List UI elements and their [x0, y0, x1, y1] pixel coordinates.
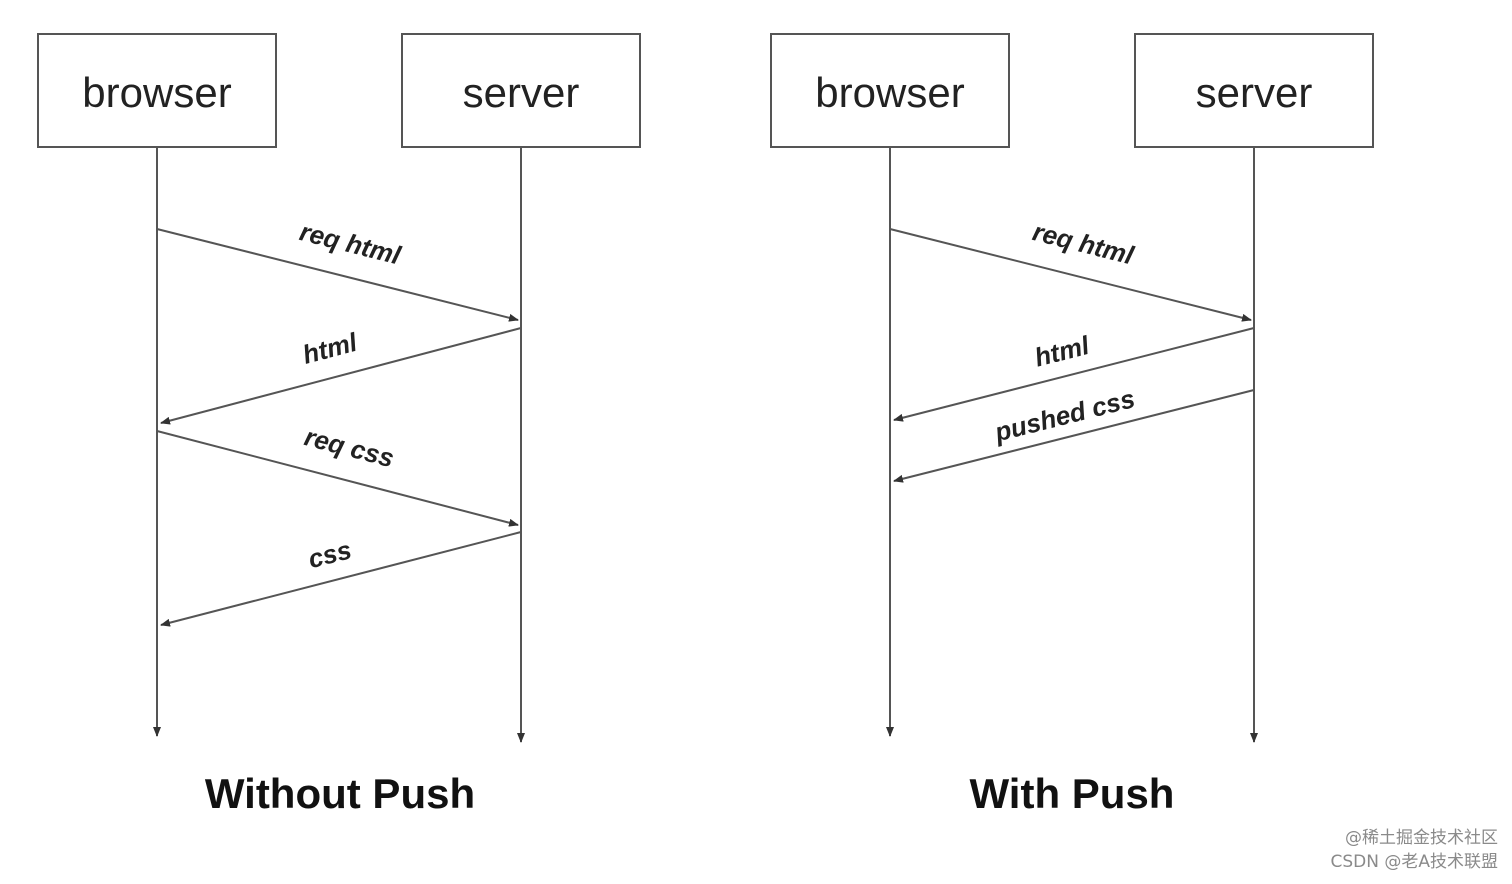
message-label: req css — [301, 421, 397, 473]
participant-label: browser — [82, 69, 231, 116]
message-arrow-html — [160, 327, 522, 425]
message-arrow-css — [160, 531, 522, 627]
message-arrow-req-html — [156, 228, 519, 322]
message-arrow-html — [893, 327, 1255, 422]
watermark-line-1: @稀土掘金技术社区 — [1345, 828, 1498, 848]
message-arrow-pushed-css — [893, 389, 1255, 483]
message-label: req html — [297, 216, 405, 270]
participant-browser: browser — [770, 33, 1010, 148]
diagram-caption: Without Push — [205, 770, 475, 817]
diagram-with-push: browser server req html html pushed css … — [770, 33, 1374, 817]
message-label: html — [299, 327, 360, 370]
message-arrow-req-html — [889, 228, 1252, 322]
diagram-caption: With Push — [970, 770, 1175, 817]
message-arrow-req-css — [156, 430, 519, 527]
participant-browser: browser — [37, 33, 277, 148]
message-label: req html — [1030, 216, 1138, 270]
participant-label: browser — [815, 69, 964, 116]
watermark-line-2: CSDN @老A技术联盟 — [1330, 852, 1498, 872]
message-label: css — [305, 534, 355, 574]
participant-label: server — [463, 69, 580, 116]
participant-label: server — [1196, 69, 1313, 116]
message-label: html — [1031, 330, 1092, 373]
diagram-without-push: browser server req html html req css css… — [37, 33, 641, 817]
participant-server: server — [1134, 33, 1374, 148]
participant-server: server — [401, 33, 641, 148]
